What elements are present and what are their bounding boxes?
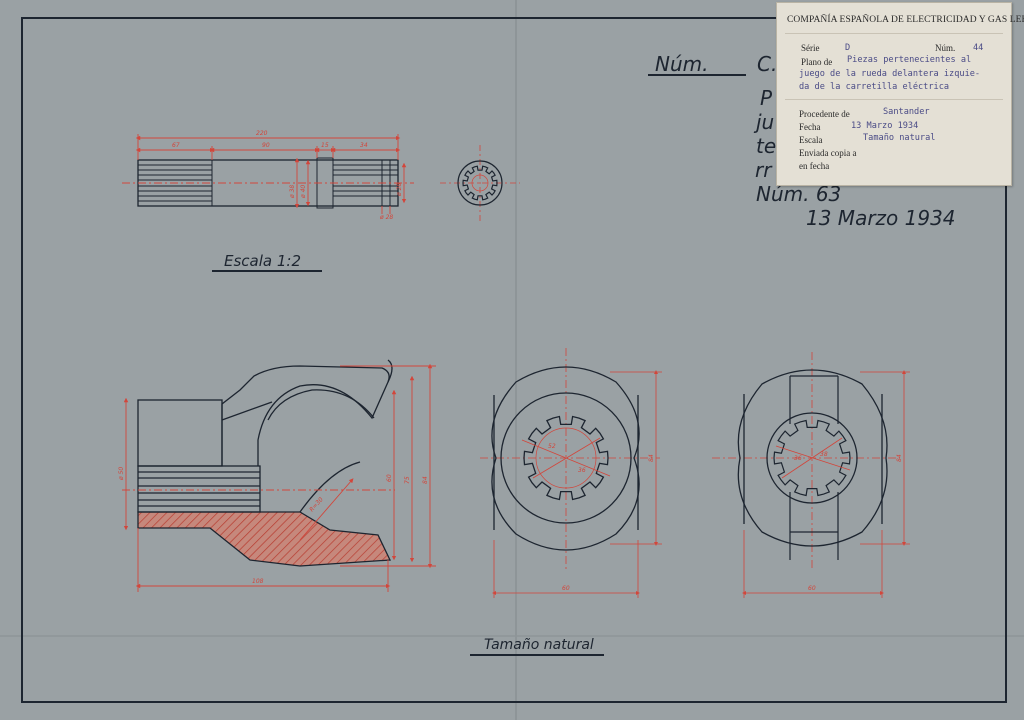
shaft-dimensions <box>122 134 414 214</box>
scale-bottom-underline <box>470 654 604 656</box>
num-label: Núm. <box>935 43 956 53</box>
dim-ring-width: 60 <box>562 585 570 592</box>
number-label: Núm. <box>655 52 709 76</box>
en-fecha-label: en fecha <box>799 161 830 171</box>
scale-bottom-label: Tamaño natural <box>484 637 594 653</box>
dim-seg-2: 90 <box>262 142 270 149</box>
drawing-border <box>21 17 1007 703</box>
dim-hub-inner-2: 38 <box>820 451 828 458</box>
dim-seg-3: 15 <box>321 142 329 149</box>
scale-top-label: Escala 1:2 <box>224 252 301 270</box>
number-underline <box>648 74 746 76</box>
num-value: 44 <box>973 43 984 53</box>
plano-line-2: juego de la rueda delantera izquie- <box>799 69 981 79</box>
label-divider-top <box>785 33 1003 34</box>
plano-label: Plano de <box>801 57 833 67</box>
dim-seg-4: 34 <box>360 142 368 149</box>
title-fragment-1: P <box>760 86 773 110</box>
serie-value: D <box>845 43 851 53</box>
dim-hub-height: 84 <box>896 454 903 462</box>
drawing-number: Núm. 63 <box>756 182 842 206</box>
shaft-side-view <box>137 157 399 209</box>
dim-fork-dia: ø 50 <box>118 467 125 481</box>
splined-hub-view: 36 38 60 84 <box>712 352 910 598</box>
fecha-value: 13 Marzo 1934 <box>851 121 919 131</box>
title-fragment-3: te <box>756 134 777 158</box>
dim-dia-1: ø 38 <box>289 185 296 199</box>
label-divider-mid <box>785 99 1003 100</box>
drawing-date: 13 Marzo 1934 <box>806 206 956 230</box>
title-fragment-4: rr <box>755 158 772 182</box>
escala-label: Escala <box>799 135 823 145</box>
dim-ring-height: 84 <box>648 454 655 462</box>
dim-seg-1: 67 <box>172 142 180 149</box>
procedente-value: Santander <box>883 107 930 117</box>
scale-top-underline <box>212 270 322 272</box>
dim-dia-2: ø 40 <box>300 185 307 199</box>
dim-overall: 220 <box>256 130 268 137</box>
escala-value: Tamaño natural <box>863 133 936 143</box>
dim-ring-inner-2: 52 <box>548 443 556 450</box>
dim-ring-inner-1: 36 <box>578 467 586 474</box>
dim-hub-width: 60 <box>808 585 816 592</box>
company-name: COMPAÑÍA ESPAÑOLA DE ELECTRICIDAD Y GAS … <box>787 15 1024 25</box>
dim-fork-length: 108 <box>252 578 264 585</box>
dim-fork-h1: 60 <box>386 474 393 482</box>
plano-line-3: da de la carretilla eléctrica <box>799 82 950 92</box>
splined-ring-view: 36 52 60 84 <box>480 348 662 598</box>
dim-end: ø 28 <box>379 214 393 221</box>
number-value-fragment: C. <box>757 52 778 76</box>
enviada-label: Enviada copia a <box>799 148 857 158</box>
title-fragment-2: ju <box>756 110 775 134</box>
plano-line-1: Piezas pertenecientes al <box>847 55 972 65</box>
fecha-label: Fecha <box>799 122 821 132</box>
procedente-label: Procedente de <box>799 109 850 119</box>
fork-part-view: ø 50 108 60 75 84 R=30 <box>118 359 436 592</box>
dim-fork-h3: 84 <box>422 476 429 484</box>
archive-label-card: COMPAÑÍA ESPAÑOLA DE ELECTRICIDAD Y GAS … <box>776 2 1024 186</box>
dim-dia-3: ø 28 <box>396 183 403 197</box>
serie-label: Série <box>801 43 820 53</box>
shaft-end-view <box>440 145 520 222</box>
dim-fork-h2: 75 <box>404 476 411 484</box>
dim-hub-inner-1: 36 <box>794 455 802 462</box>
